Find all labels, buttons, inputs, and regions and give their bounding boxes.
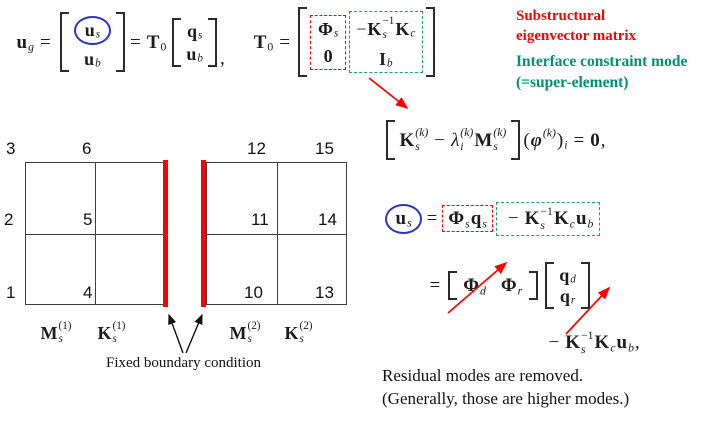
label-line: Substructural [516,8,606,24]
bracket-left [544,262,554,309]
bracket-left [447,271,457,300]
node-label: 3 [6,139,16,158]
label-line: Interface constraint mode [516,53,688,70]
node-label: 1 [6,283,16,302]
label-substructural-eigenvector: Substructural eigenvector matrix [516,7,636,47]
equals: = [429,275,441,296]
bracket-left [386,120,395,160]
caption-fixed-boundary: Fixed boundary condition [106,355,261,371]
substructure-1-grid [25,162,165,305]
fixed-boundary-pointer-left [168,313,184,354]
note-line: (Generally, those are higher modes.) [382,389,630,409]
node-label: 5 [83,210,93,229]
label-line: eigenvector matrix [516,27,637,44]
fixed-boundary-pointer-right [185,313,203,354]
comma: , [219,48,225,69]
fixed-boundary-line-1 [163,160,168,307]
fixed-boundary-line-2 [201,160,206,307]
node-label: 6 [82,139,92,158]
node-label: 12 [247,139,266,158]
label-Ms1: M(1)s [40,320,72,346]
label-line: (=super-element) [516,74,629,92]
equals: = [426,208,438,230]
label-Ms2: M(2)s [229,320,261,346]
bracket-right [425,7,435,77]
bracket-right [528,271,538,300]
bracket-left [298,7,308,77]
bracket-right [208,17,218,67]
bracket-left [60,12,70,72]
label-interface-constraint: Interface constraint mode (=super-elemen… [516,51,687,93]
bracket-right [115,12,125,72]
node-label: 15 [315,139,334,158]
bracket-left [171,17,181,67]
node-label: 4 [83,283,93,302]
phi-eq-zero: (φ(k))i=0, [523,126,606,152]
bracket-right [510,120,520,160]
grid-inner-horizontal-line [207,233,346,235]
zero-entry: 0 [323,45,333,66]
red-arrow-to-eigenproblem [368,77,409,110]
note-residual-modes: Residual modes are removed. (Generally, … [382,364,629,411]
node-label: 14 [318,210,337,229]
bracket-right [581,262,591,309]
grid-inner-horizontal-line [26,233,164,235]
node-label: 11 [251,210,269,229]
node-label: 10 [244,283,263,302]
label-Ks1: K(1)s [97,320,126,346]
note-line: Residual modes are removed. [382,366,584,385]
node-label: 13 [315,283,334,302]
node-label: 2 [4,210,14,229]
substructure-2-grid [206,162,347,305]
label-Ks2: K(2)s [284,320,313,346]
